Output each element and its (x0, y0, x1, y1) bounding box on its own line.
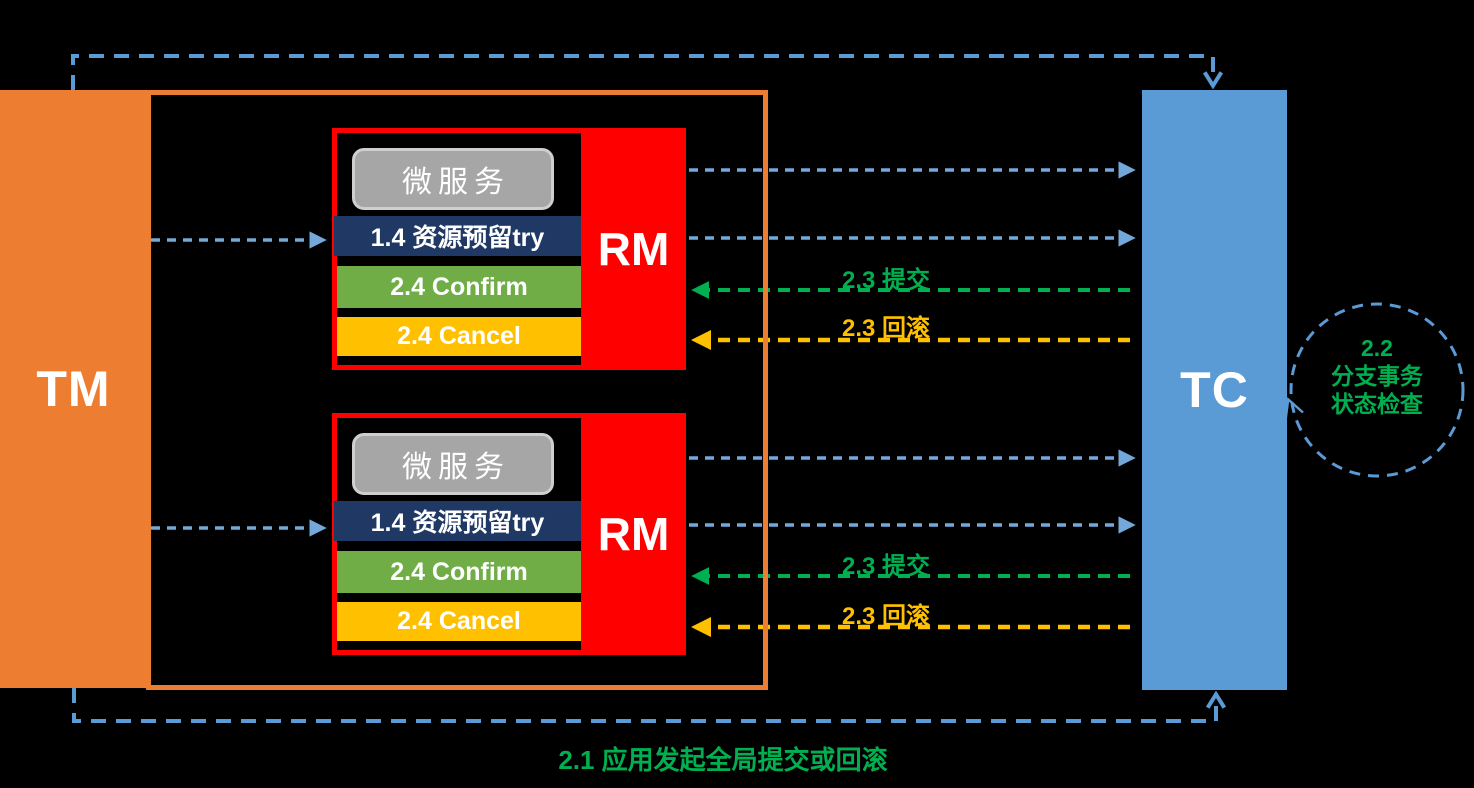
status-check-label: 2.2 分支事务 状态检查 (1302, 334, 1452, 418)
rm2-microservice-box: 微服务 (352, 433, 554, 495)
rm1-commit-arrow-label: 2.3 提交 (841, 267, 931, 294)
rm-block-2: 微服务 1.4 资源预留try 2.4 Confirm 2.4 Cancel R… (332, 413, 686, 655)
rm2-commit-arrow-label: 2.3 提交 (841, 553, 931, 580)
rm1-microservice-label: 微服务 (402, 166, 510, 199)
rm2-try-bar: 1.4 资源预留try (334, 501, 581, 541)
application-frame (146, 90, 768, 690)
rm2-microservice-label: 微服务 (402, 451, 510, 484)
tm-label: TM (36, 361, 111, 417)
rm2-service-panel: 微服务 1.4 资源预留try 2.4 Confirm 2.4 Cancel (334, 418, 581, 650)
status-check-line2: 分支事务 (1331, 363, 1423, 390)
tm-box: TM (0, 90, 147, 688)
rm-block-1: 微服务 1.4 资源预留try 2.4 Confirm 2.4 Cancel R… (332, 128, 686, 370)
rm1-microservice-box: 微服务 (352, 148, 554, 210)
rm1-try-bar: 1.4 资源预留try (334, 216, 581, 256)
tc-label: TC (1180, 362, 1249, 418)
rm2-rollback-arrow-label: 2.3 回滚 (841, 603, 931, 630)
rm1-service-panel: 微服务 1.4 资源预留try 2.4 Confirm 2.4 Cancel (334, 133, 581, 365)
status-check-line3: 状态检查 (1331, 391, 1423, 418)
global-commit-caption: 2.1 应用发起全局提交或回滚 (558, 745, 888, 775)
rm1-label: RM (597, 223, 670, 275)
rm2-confirm-bar: 2.4 Confirm (337, 551, 581, 593)
status-check-line1: 2.2 (1361, 335, 1393, 361)
rm1-cancel-bar: 2.4 Cancel (337, 317, 581, 356)
rm2-cancel-bar: 2.4 Cancel (337, 602, 581, 641)
rm2-label: RM (597, 508, 670, 560)
tc-box: TC (1142, 90, 1287, 690)
rm1-rollback-arrow-label: 2.3 回滚 (841, 315, 931, 342)
global-begin-connector (71, 54, 1213, 90)
rm1-confirm-bar: 2.4 Confirm (337, 266, 581, 308)
global-commit-connector (72, 688, 1216, 723)
